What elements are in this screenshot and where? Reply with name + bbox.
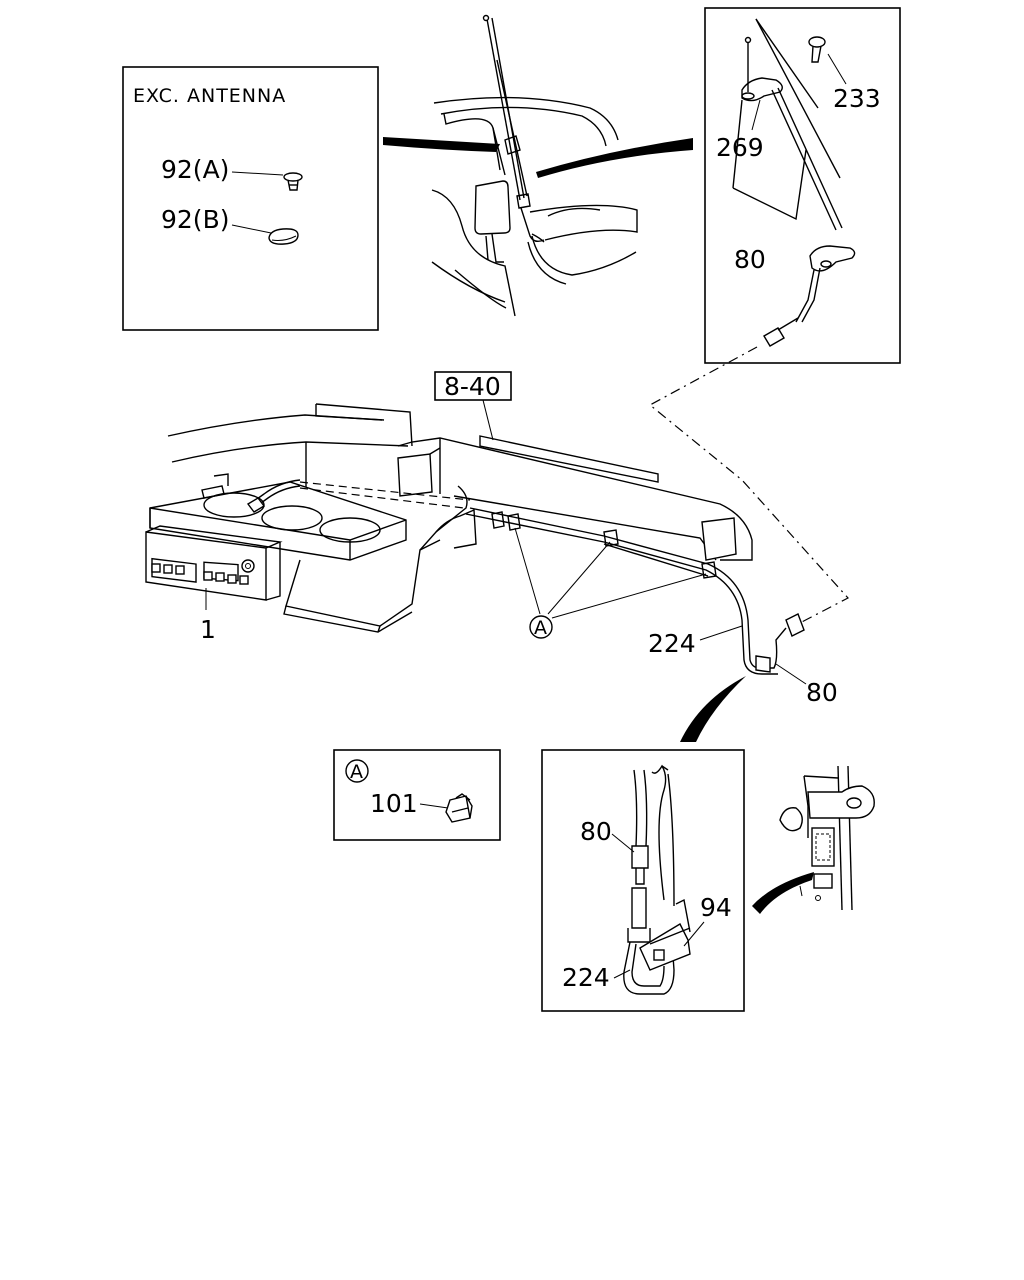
label-80-main: 80 — [806, 678, 838, 707]
body-panel-detail — [752, 765, 875, 914]
antenna-pillar-view — [383, 14, 693, 317]
inset-connector-frame — [541, 749, 745, 1012]
clip-92a-icon — [283, 172, 303, 191]
pointer-left — [383, 137, 500, 152]
inset-exc-antenna-frame — [122, 66, 379, 331]
chain-line-antenna — [648, 346, 849, 626]
label-80-mount: 80 — [734, 245, 766, 274]
inset-clip-frame — [333, 749, 501, 841]
label-224-connector: 224 — [562, 963, 610, 992]
leader-224 — [699, 625, 743, 641]
radio-unit[interactable] — [145, 525, 283, 601]
ref-box-8-40 — [434, 371, 512, 401]
inset-antenna-mount-frame — [704, 7, 901, 364]
clip-a-marker-label: A — [534, 617, 548, 639]
inset-clip-marker: A — [350, 761, 364, 783]
clip-101-icon — [445, 793, 473, 823]
leader-80-connector — [611, 833, 635, 853]
label-92a: 92(A) — [161, 155, 229, 184]
leader-92b — [231, 224, 277, 235]
leader-80-main — [775, 663, 807, 685]
leader-101 — [419, 803, 449, 809]
pointer-right — [536, 138, 693, 178]
ref-box-label: 8-40 — [444, 372, 501, 401]
inset-exc-antenna: EXC. ANTENNA 92(A) 92(B) — [122, 66, 379, 331]
leader-269 — [751, 99, 761, 131]
label-233: 233 — [833, 84, 881, 113]
inset-clip: A 101 — [333, 749, 501, 841]
pointer-body-panel — [752, 872, 814, 914]
label-224: 224 — [648, 629, 696, 658]
leader-224-connector — [613, 969, 631, 979]
label-269: 269 — [716, 133, 764, 162]
inset-connector: 80 94 224 — [541, 749, 745, 1012]
label-1: 1 — [200, 615, 216, 644]
leader-94 — [683, 921, 705, 947]
inset-exc-antenna-title: EXC. ANTENNA — [133, 85, 286, 107]
inset-antenna-mount: 233 269 80 — [704, 7, 901, 364]
label-80-connector: 80 — [580, 817, 612, 846]
label-94: 94 — [700, 893, 732, 922]
dashboard-view: 8-40 — [145, 371, 838, 742]
clip-a-marker — [529, 615, 553, 639]
pointer-down — [680, 676, 746, 742]
leader-233 — [827, 53, 847, 85]
label-92b: 92(B) — [161, 205, 229, 234]
label-101: 101 — [370, 789, 418, 818]
screw-233-icon — [808, 36, 826, 63]
leader-92a — [231, 171, 284, 176]
plug-92b-icon — [268, 228, 299, 245]
